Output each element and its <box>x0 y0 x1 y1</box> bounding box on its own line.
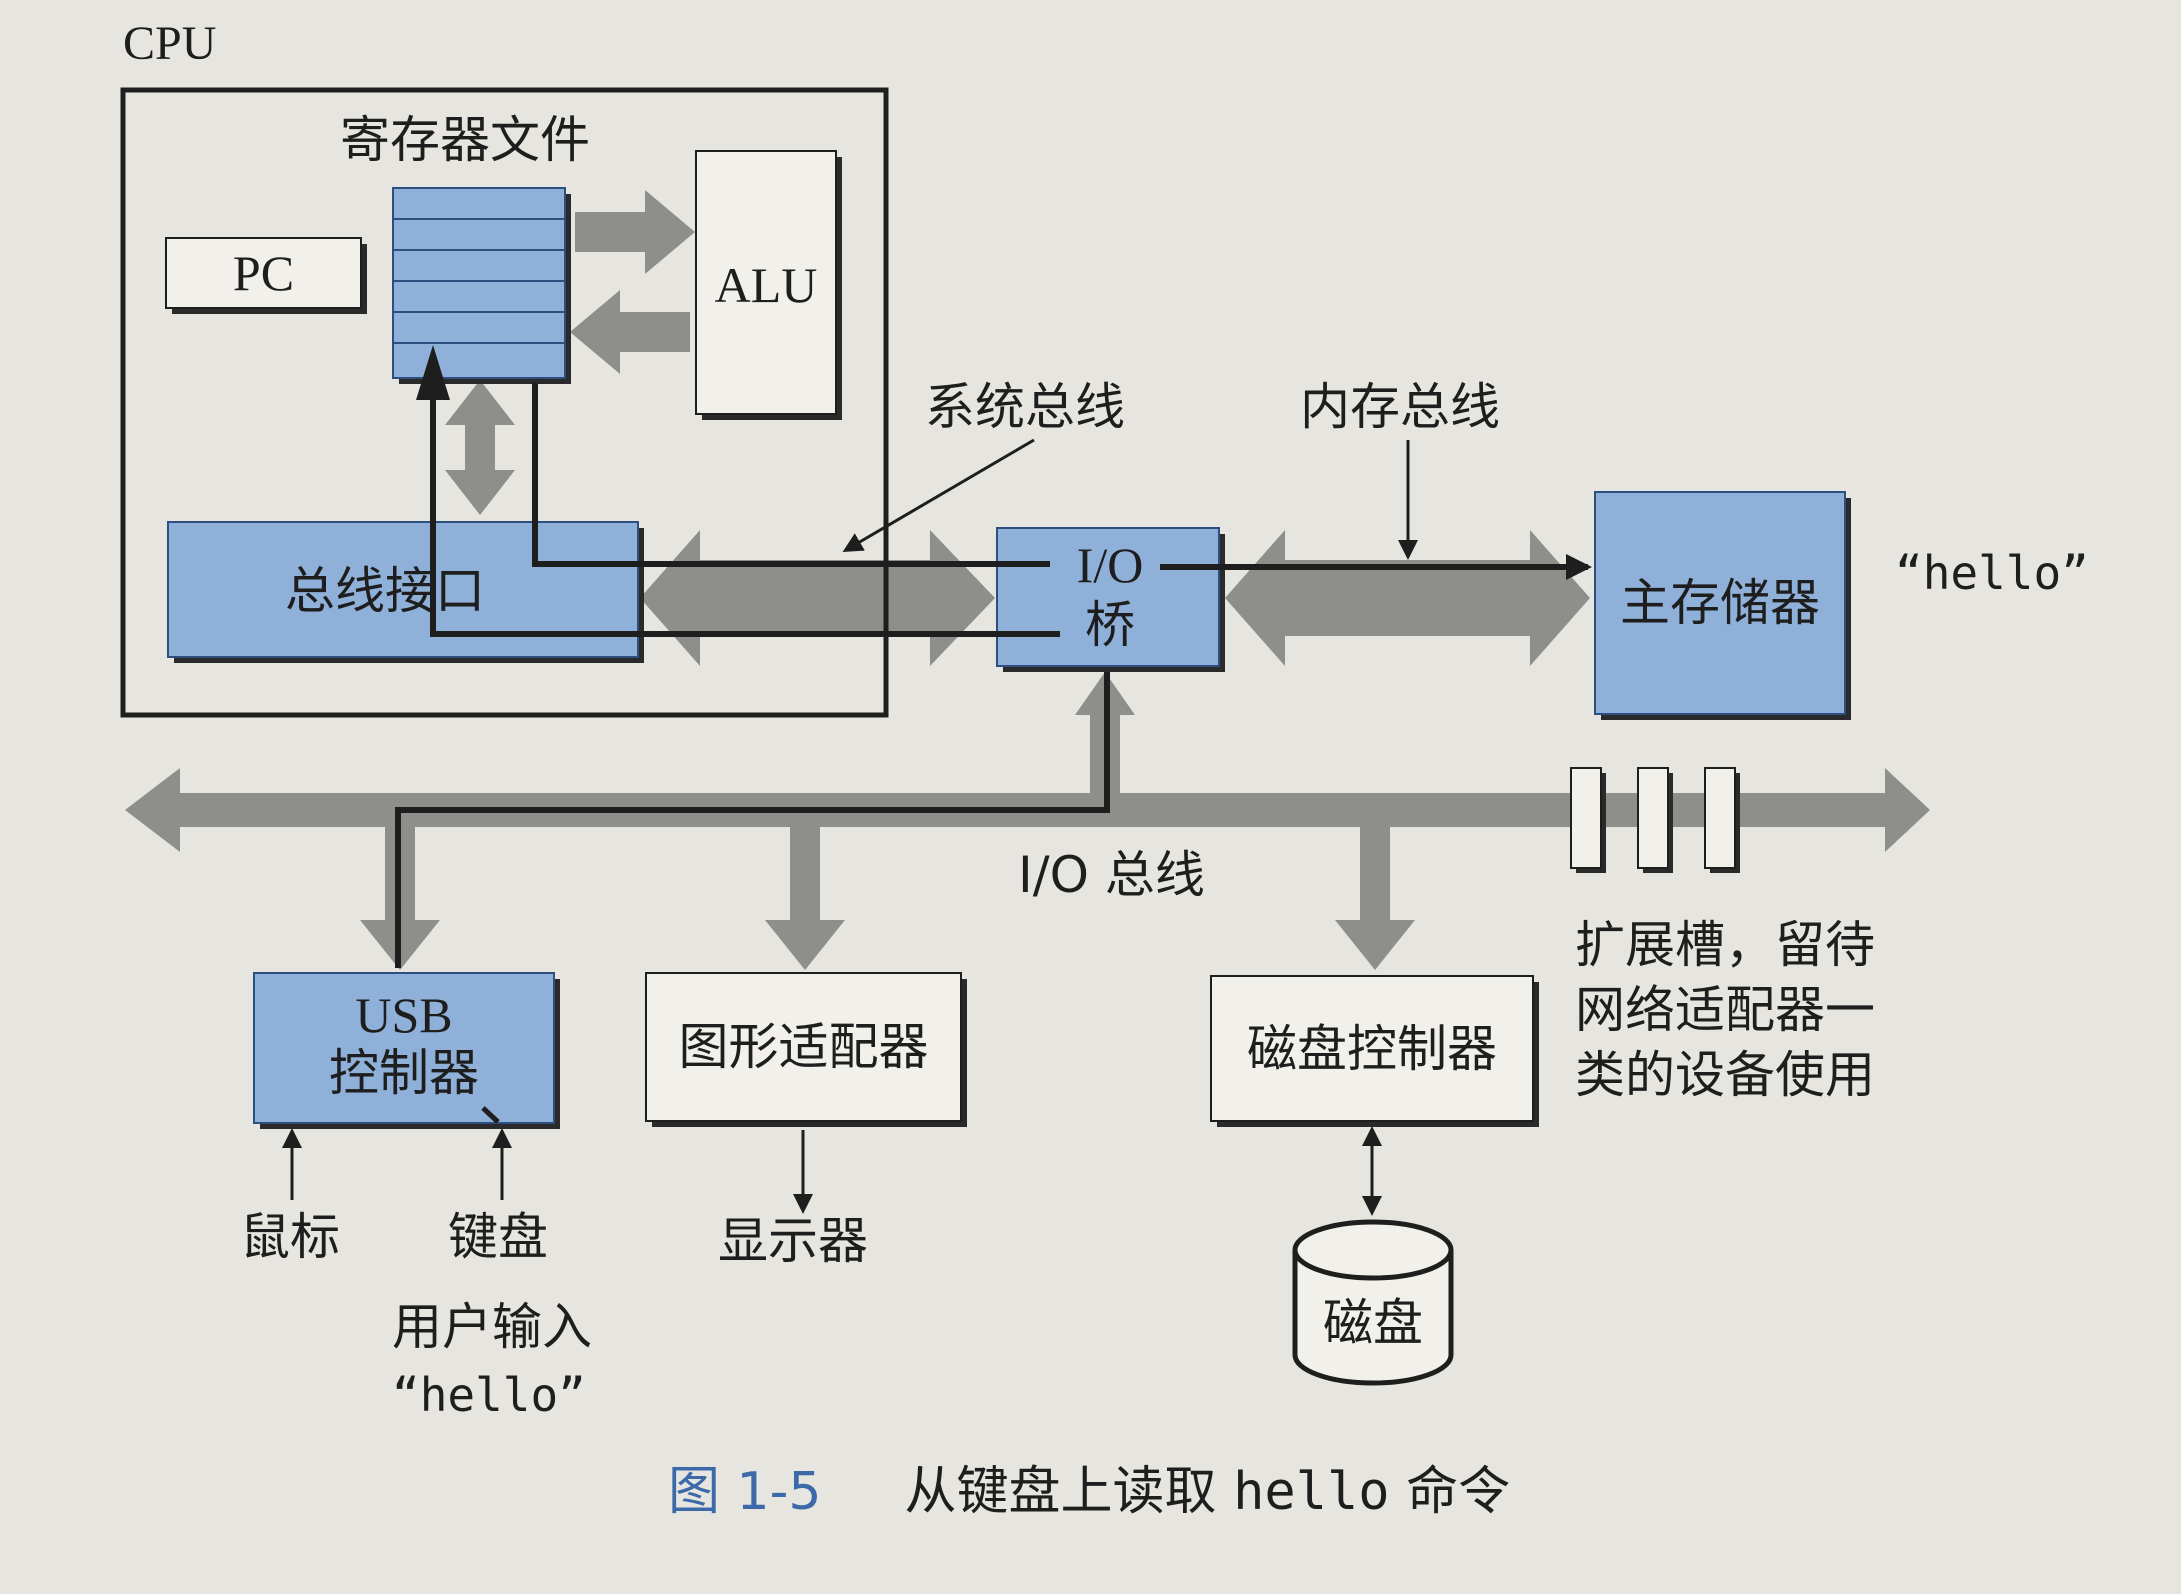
io-bridge-label-line2: 桥 <box>1060 600 1160 650</box>
memory-contents-label: “hello” <box>1895 546 2089 600</box>
usb-label-line2: 控制器 <box>329 1044 479 1102</box>
graphics-adapter-box <box>645 972 962 1122</box>
data-path-bridge-to-register <box>532 383 1050 567</box>
io-bus-to-disk-controller-arrow <box>1335 815 1415 970</box>
usb-label-line1: USB <box>355 987 453 1043</box>
expansion-label-line2: 网络适配器一 <box>1575 981 1875 1039</box>
io-bus-to-graphics-arrow <box>765 815 845 970</box>
cpu-box <box>120 87 889 718</box>
data-path-register-arrowhead <box>416 345 450 400</box>
usb-keyboard-tick <box>481 1106 500 1124</box>
user-input-label-line2: “hello” <box>392 1368 586 1422</box>
caption-title-suffix: 命令 <box>1406 1462 1511 1522</box>
mouse-label: 鼠标 <box>240 1208 340 1266</box>
main-memory-label: 主存储器 <box>1620 574 1820 632</box>
pc-label: PC <box>232 245 295 301</box>
disk-controller-label: 磁盘控制器 <box>1247 1020 1497 1078</box>
register-file-label: 寄存器文件 <box>340 111 590 169</box>
expansion-label-line3: 类的设备使用 <box>1575 1046 1875 1104</box>
alu-box <box>695 150 837 415</box>
pc-box <box>165 237 362 309</box>
bus-interface-label: 总线接口 <box>285 562 485 620</box>
data-path-lower-return <box>430 400 1062 637</box>
expansion-slots <box>1570 767 1740 873</box>
alu-to-register-arrow <box>570 290 690 374</box>
user-input-label-line1: 用户输入 <box>392 1298 592 1356</box>
register-to-alu-arrow <box>575 190 695 274</box>
alu-label: ALU <box>714 257 818 313</box>
cpu-label: CPU <box>123 17 217 70</box>
memory-bus-label: 内存总线 <box>1300 378 1500 436</box>
caption-title-prefix: 从键盘上读取 <box>904 1462 1217 1522</box>
main-memory-box <box>1594 491 1846 715</box>
disk-controller-box <box>1210 975 1534 1122</box>
keyboard-label: 键盘 <box>448 1208 548 1266</box>
graphics-adapter-label: 图形适配器 <box>678 1018 929 1076</box>
figure-caption: 图 1-5 从键盘上读取 hello 命令 <box>668 1466 1510 1518</box>
disk-cylinder <box>1292 1219 1454 1386</box>
expansion-label-line1: 扩展槽，留待 <box>1575 916 1875 974</box>
usb-controller-box <box>253 972 555 1124</box>
system-bus-arrow <box>640 530 995 666</box>
display-label: 显示器 <box>718 1212 868 1270</box>
system-bus-pointer <box>842 438 1035 553</box>
figure-number: 图 1-5 <box>668 1462 822 1522</box>
disk-label: 磁盘 <box>1323 1294 1423 1352</box>
register-bus-interface-arrow <box>445 380 515 515</box>
register-file <box>392 187 566 379</box>
system-bus-label: 系统总线 <box>925 378 1125 436</box>
io-bridge-label-line1: I/O <box>1060 540 1160 590</box>
data-path-usb-to-bridge <box>395 672 1110 968</box>
caption-title-code: hello <box>1233 1462 1390 1522</box>
io-bus-label: I/O 总线 <box>1018 846 1205 904</box>
